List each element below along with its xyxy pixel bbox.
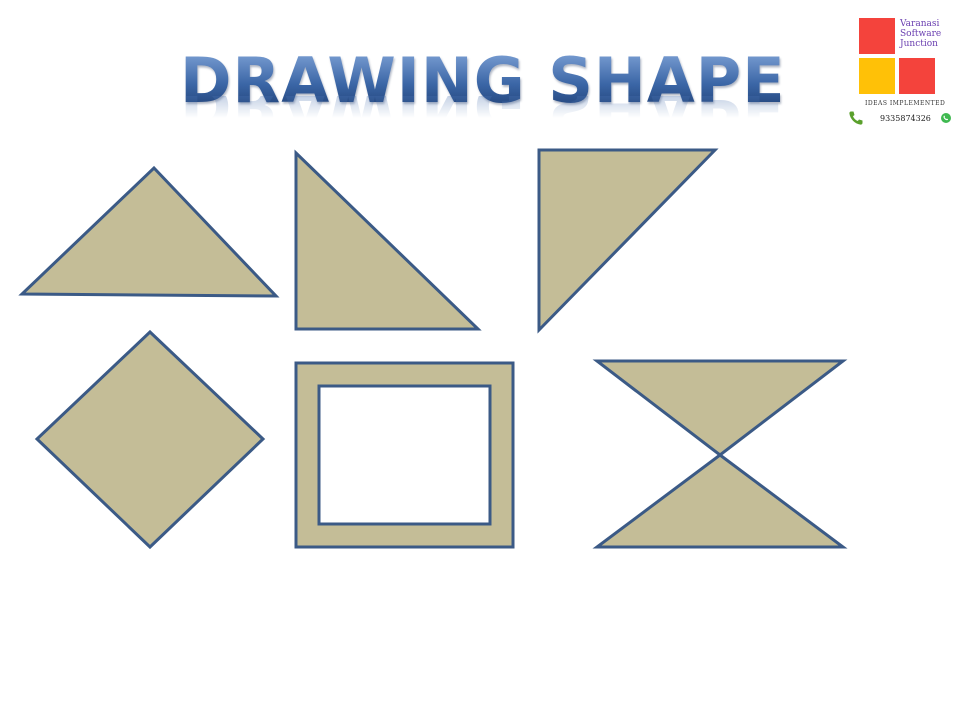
- title-area: DRAWING SHAPES DRAWING SHAPES: [180, 44, 832, 160]
- inverted-right-triangle-shape: [537, 148, 719, 334]
- logo-square-top-left: [859, 18, 895, 54]
- diamond-shape: [34, 329, 266, 550]
- logo-name: Varanasi Software Junction: [900, 19, 955, 49]
- company-logo: Varanasi Software Junction IDEAS IMPLEME…: [845, 14, 955, 129]
- logo-name-line2: Software: [900, 29, 942, 39]
- logo-phone-number: 9335874326: [880, 114, 931, 123]
- whatsapp-icon: [941, 113, 951, 123]
- logo-tagline: IDEAS IMPLEMENTED: [865, 100, 946, 107]
- phone-icon: [849, 111, 863, 125]
- right-triangle-shape: [294, 149, 482, 331]
- logo-name-line1: Varanasi: [900, 19, 940, 29]
- logo-name-line3: Junction: [900, 39, 938, 49]
- triangle-shape: [18, 165, 280, 298]
- logo-square-bottom-left: [859, 58, 895, 94]
- logo-square-bottom-right: [899, 58, 935, 94]
- slide-title: DRAWING SHAPES: [180, 44, 832, 117]
- square-frame-inner: [317, 384, 492, 526]
- hourglass-bottom-triangle: [592, 453, 848, 549]
- hourglass-top-triangle: [592, 359, 848, 457]
